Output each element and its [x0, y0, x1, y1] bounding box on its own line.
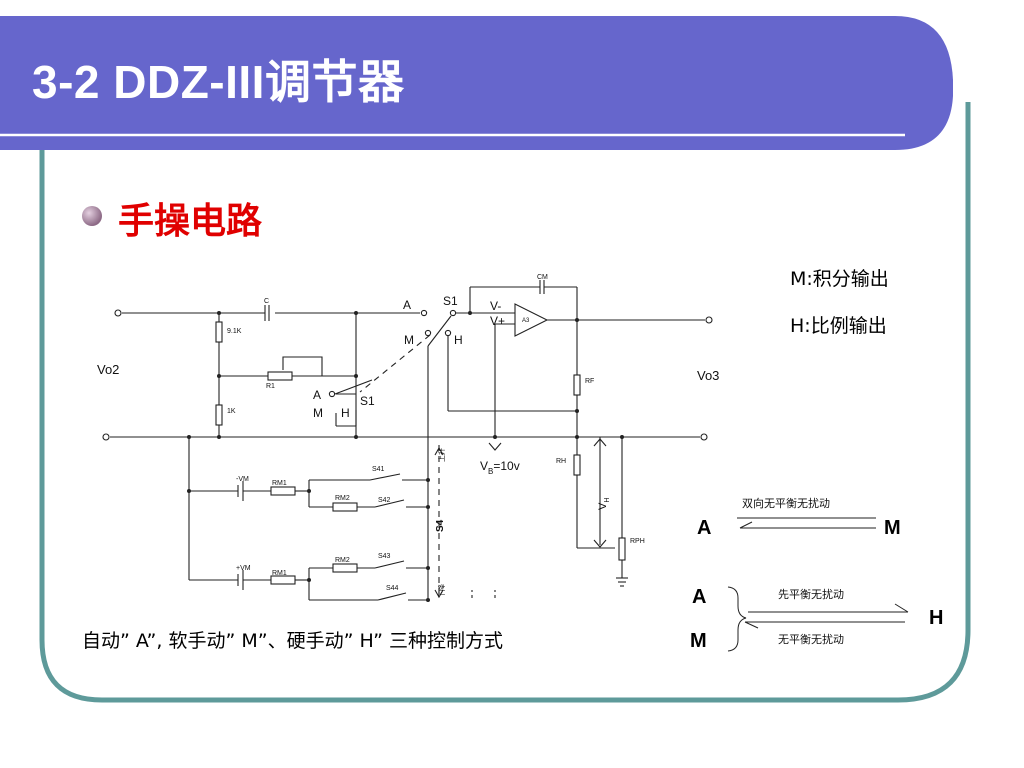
label-a-top: A [403, 298, 411, 312]
label-a-low: A [313, 388, 321, 402]
transfer-bottom-label-top: 先平衡无扰动 [778, 587, 844, 601]
label-s1-low: S1 [360, 394, 375, 408]
label-rm1-b: RM1 [272, 570, 287, 577]
label-up: 上升 [437, 448, 446, 462]
label-neg-vm: -VM [236, 476, 249, 483]
label-1k: 1K [227, 408, 236, 415]
label-rm2-a: RM2 [335, 495, 350, 502]
control-modes-caption: 自动” A”, 软手动” M”、硬手动” H” 三种控制方式 [82, 630, 504, 652]
label-cm: CM [537, 274, 548, 281]
slide-frame [39, 102, 971, 703]
label-m-top: M [404, 333, 414, 347]
label-9-1k: 9.1K [227, 328, 242, 335]
label-s1-top: S1 [443, 294, 458, 308]
label-rph: RPH [630, 538, 645, 545]
bullet-heading: 手操电路 [118, 200, 263, 242]
label-pos-vm: +VM [236, 565, 251, 572]
label-s41: S41 [372, 466, 385, 473]
label-vo2: Vo2 [97, 362, 119, 377]
label-v-plus: V+ [490, 314, 505, 328]
page-title: 3-2 DDZ-III调节器 [32, 56, 405, 108]
label-down: 下降 [437, 584, 446, 598]
label-rm1-a: RM1 [272, 480, 287, 487]
transfer-bottom-m: M [690, 630, 707, 652]
transfer-top-a: A [697, 517, 712, 539]
label-m-low: M [313, 406, 323, 420]
label-rm2-b: RM2 [335, 557, 350, 564]
label-vb: VB=10v [480, 459, 520, 476]
note-h-proportional: H:比例输出 [790, 315, 887, 337]
junction-dots [187, 311, 624, 602]
transfer-diagram [727, 517, 909, 652]
label-v-minus: V- [490, 299, 501, 313]
label-h-top: H [454, 333, 463, 347]
label-s43: S43 [378, 553, 391, 560]
label-rh: RH [556, 458, 566, 465]
label-h-low: H [341, 406, 350, 420]
bullet-dot-icon [82, 206, 102, 226]
transfer-top-m: M [884, 517, 901, 539]
transfer-bottom-a: A [692, 586, 707, 608]
title-bar [0, 16, 953, 150]
label-a3: A3 [522, 318, 530, 324]
label-c: C [264, 298, 269, 305]
label-s42: S42 [378, 497, 391, 504]
transfer-top-label: 双向无平衡无扰动 [742, 496, 830, 510]
label-s4: S4 [435, 519, 446, 532]
label-vo3: Vo3 [697, 368, 719, 383]
label-s44: S44 [386, 585, 399, 592]
label-rf: RF [585, 378, 594, 385]
note-m-integral: M:积分输出 [790, 268, 889, 290]
label-r1: R1 [266, 383, 275, 390]
circuit-diagram [102, 280, 713, 601]
transfer-bottom-label-bottom: 无平衡无扰动 [778, 632, 844, 646]
transfer-bottom-h: H [929, 607, 944, 629]
label-vh: VH [597, 498, 611, 510]
